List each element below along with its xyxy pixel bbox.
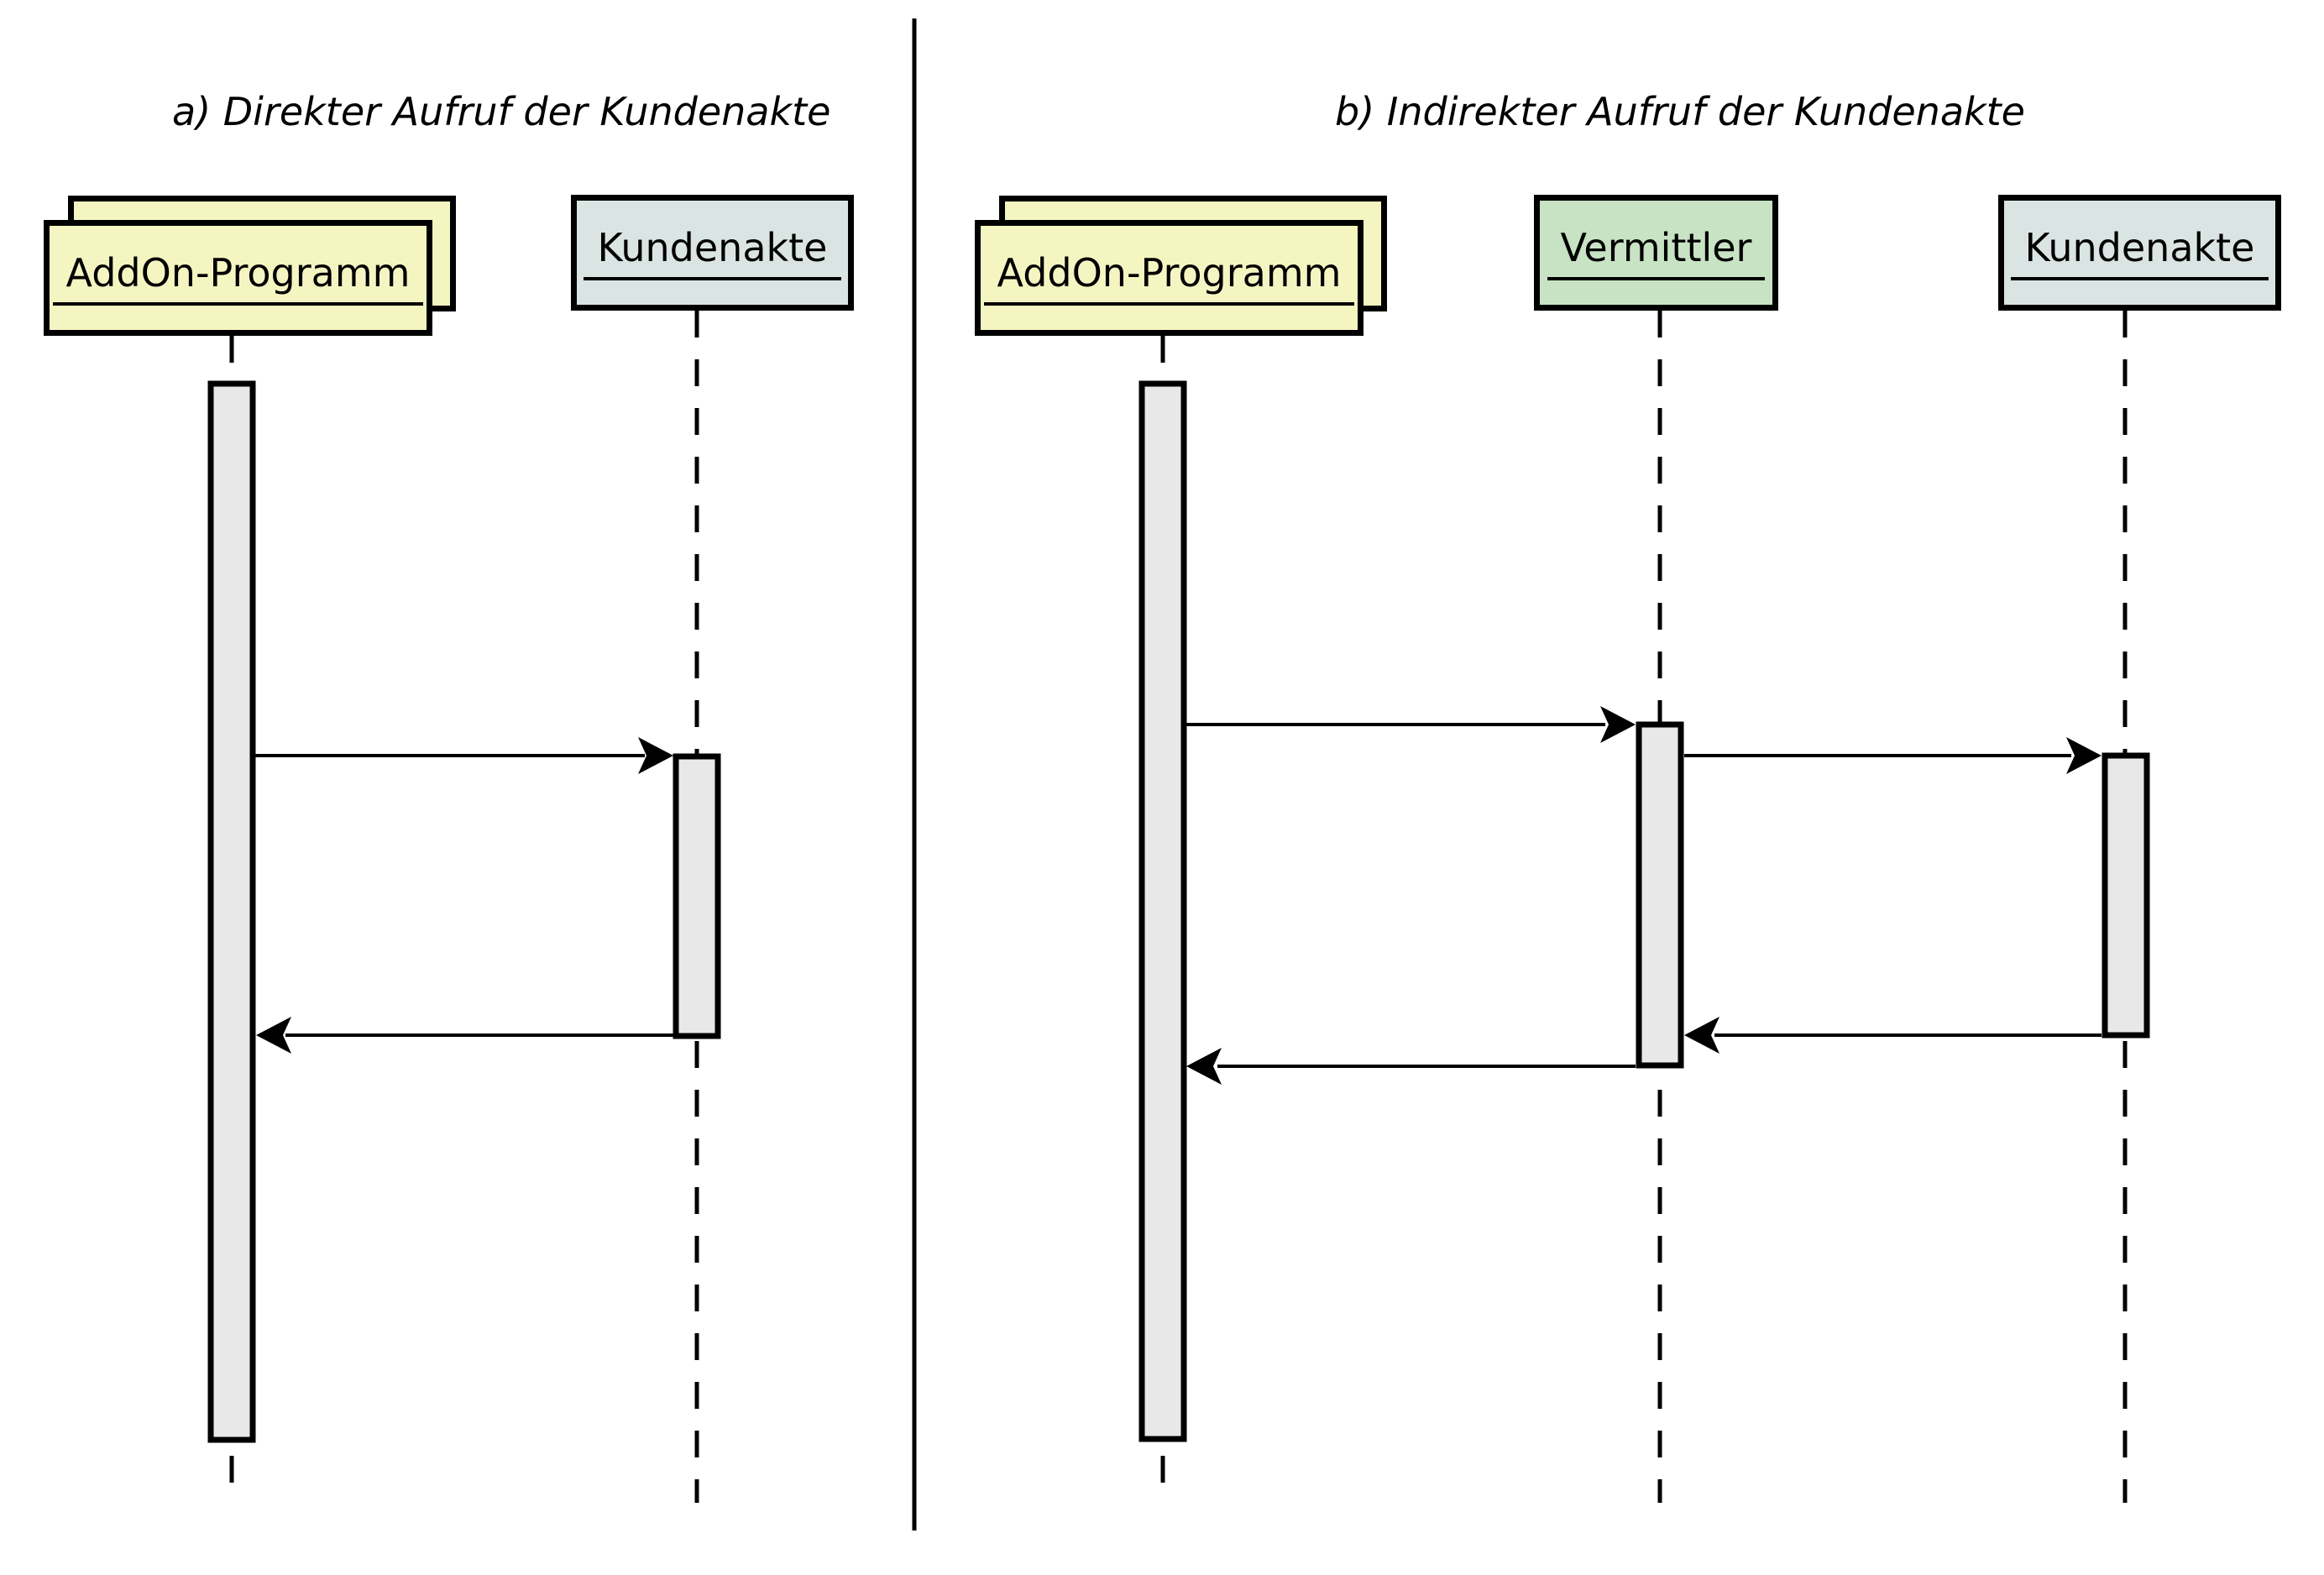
message-a-return [256, 1017, 673, 1054]
arrowhead-b-call-1-icon [1600, 706, 1636, 743]
message-b-return-2 [1186, 1048, 1636, 1085]
message-b-call-2 [1684, 737, 2102, 774]
actor-name: AddOn-Programm [983, 250, 1355, 306]
actor-box-a-addon-front [44, 220, 432, 336]
panel-a-title: a) Direkter Aufruf der Kundenakte [172, 89, 831, 134]
activation-a-kundenakte [673, 753, 721, 1039]
arrowhead-b-return-1-icon [1684, 1017, 1719, 1054]
actor-box-b-addon-front [975, 220, 1364, 336]
actor-name: AddOn-Programm [52, 250, 424, 306]
arrowhead-b-call-2-icon [2066, 737, 2102, 774]
actor-box-a-kundenakte [571, 195, 854, 311]
actor-label-b-vermittler: Vermittler [1534, 195, 1778, 311]
panel-b-title: b) Indirekter Aufruf der Kundenakte [1335, 89, 2025, 134]
arrowhead-b-return-2-icon [1186, 1048, 1222, 1085]
actor-name: Kundenakte [2011, 225, 2269, 280]
message-b-call-1 [1186, 706, 1636, 743]
actor-label-a-addon: AddOn-Programm [44, 220, 432, 336]
activation-b-addon [1138, 380, 1187, 1442]
message-b-return-1 [1684, 1017, 2102, 1054]
actor-box-b-vermittler [1534, 195, 1778, 311]
activation-b-vermittler [1636, 721, 1684, 1069]
actor-label-b-addon: AddOn-Programm [975, 220, 1364, 336]
arrowhead-a-call-icon [638, 737, 673, 774]
actor-name: Vermittler [1547, 225, 1766, 280]
actor-label-b-kundenakte: Kundenakte [1998, 195, 2281, 311]
activation-a-addon [207, 380, 256, 1443]
message-a-call [255, 737, 673, 774]
arrowhead-a-return-icon [256, 1017, 291, 1054]
activation-b-kundenakte [2102, 752, 2150, 1039]
actor-name: Kundenakte [584, 225, 841, 280]
actor-box-b-kundenakte [1998, 195, 2281, 311]
actor-label-a-kundenakte: Kundenakte [571, 195, 854, 311]
